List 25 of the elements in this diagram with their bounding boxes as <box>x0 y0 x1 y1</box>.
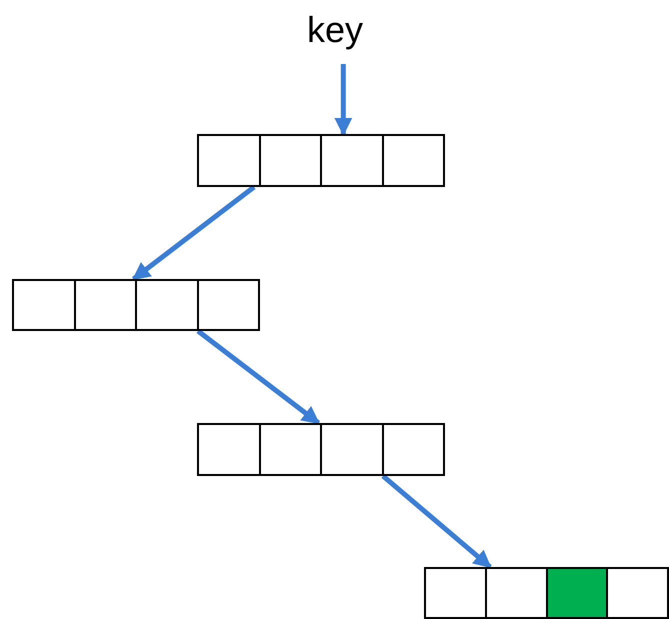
arrow <box>132 185 256 281</box>
array-cell <box>135 279 198 331</box>
array-cell <box>74 279 137 331</box>
array-cell <box>258 134 322 187</box>
array <box>12 279 260 331</box>
array-cell <box>258 423 322 476</box>
arrow <box>334 64 352 136</box>
array-cell <box>196 279 260 331</box>
key-label: key <box>295 8 375 52</box>
array-cell <box>197 423 260 476</box>
array-cell <box>382 134 445 187</box>
array-cell <box>12 279 76 331</box>
arrow <box>196 329 320 425</box>
array-cell <box>320 423 384 476</box>
arrow <box>381 474 492 569</box>
array <box>424 567 669 619</box>
array <box>197 423 445 476</box>
array-cell <box>484 567 548 619</box>
array-cell <box>424 567 487 619</box>
array-cell <box>606 567 669 619</box>
array-cell <box>546 567 608 619</box>
array-cell <box>320 134 384 187</box>
array-cell <box>197 134 260 187</box>
array <box>197 134 445 187</box>
array-cell <box>382 423 445 476</box>
